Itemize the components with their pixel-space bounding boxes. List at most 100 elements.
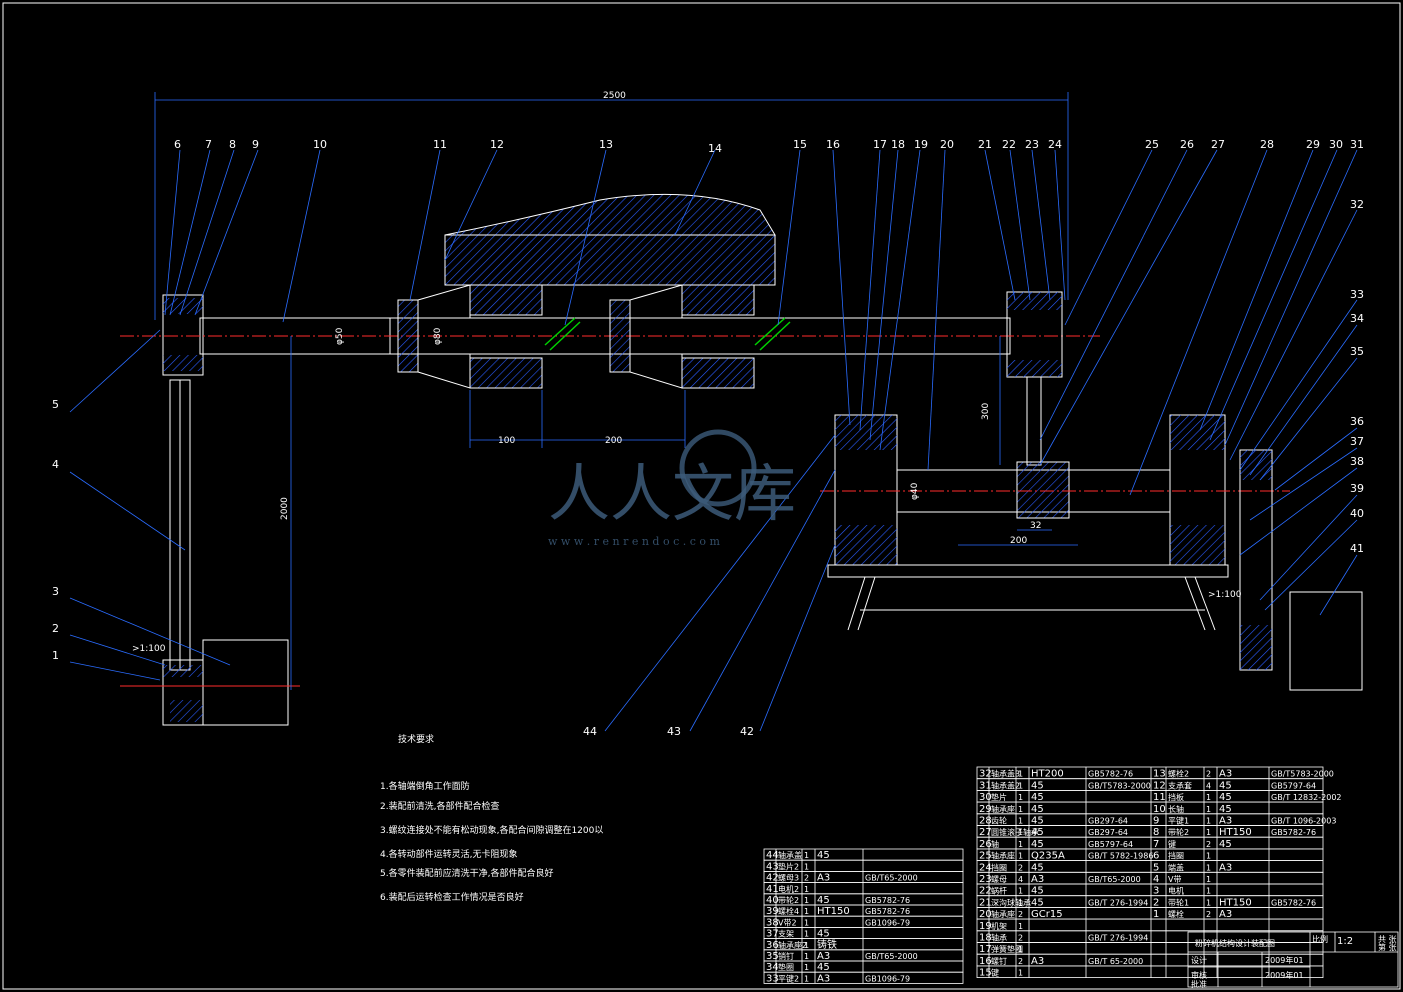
bom-cell: 螺栓2 xyxy=(1168,769,1189,779)
bom-cell: 45 xyxy=(1219,839,1232,850)
bom-cell: HT150 xyxy=(1219,827,1252,838)
right-pulley-top xyxy=(1240,450,1272,480)
bom-cell: A3 xyxy=(1219,769,1232,780)
base-stand xyxy=(827,564,1229,631)
collar-2 xyxy=(609,299,631,373)
bom-cell: GB/T 5782-1986 xyxy=(1088,852,1153,861)
bom-cell: 轴承座 xyxy=(991,804,1015,814)
bom-cell: 5 xyxy=(1153,862,1159,873)
bom-cell: 1 xyxy=(1018,817,1023,826)
bom-cell: 24 xyxy=(979,862,992,873)
bom-cell: 1 xyxy=(804,930,809,939)
bom-cell: GB/T5783-2000 xyxy=(1088,781,1151,790)
bom-cell: GB/T65-2000 xyxy=(1088,875,1141,884)
bom-cell: 1 xyxy=(1018,840,1023,849)
bom-cell: 18 xyxy=(979,933,992,944)
bom-cell: GB5782-76 xyxy=(865,896,910,905)
watermark-url: w w w . r e n r e n d o c . c o m xyxy=(548,535,720,548)
title-design: 设计 xyxy=(1191,955,1207,965)
bom-cell: 1 xyxy=(1206,863,1211,872)
bom-cell: GB/T65-2000 xyxy=(865,952,918,961)
bom-cell: GB297-64 xyxy=(1088,828,1128,837)
dim-2500: 2500 xyxy=(603,91,626,101)
balloon-21: 21 xyxy=(978,138,992,151)
bom-cell: 17 xyxy=(979,944,992,955)
bom-cell: 42 xyxy=(766,873,779,884)
bom-cell: 4 xyxy=(1153,874,1159,885)
bom-cell: 2 xyxy=(1153,897,1159,908)
title-date2: 2009年01 xyxy=(1265,970,1304,980)
bom-cell: 2 xyxy=(1206,910,1211,919)
cone-1 xyxy=(417,284,683,389)
bom-cell: GB/T 276-1994 xyxy=(1088,898,1148,907)
tech-req-title: 技术要求 xyxy=(398,733,434,745)
tech-req-1: 1.各轴端倒角工作面防 xyxy=(380,780,470,792)
right-motor xyxy=(1289,591,1363,691)
bom-cell: GB5797-64 xyxy=(1088,840,1133,849)
bom-cell: 垫片 xyxy=(991,792,1007,802)
bom-cell: 2 xyxy=(1206,840,1211,849)
bom-cell: 1 xyxy=(1206,828,1211,837)
balloon-43: 43 xyxy=(667,725,681,738)
bom-cell: 45 xyxy=(1031,839,1044,850)
dim-2000: 2000 xyxy=(280,497,290,520)
bom-cell: 1 xyxy=(804,907,809,916)
bom-cell: 45 xyxy=(817,895,830,906)
bom-cell: 45 xyxy=(1031,897,1044,908)
lower-left-bearing-s1 xyxy=(835,415,897,450)
bom-cell: 1 xyxy=(1018,922,1023,931)
bearing-housing-top-s2 xyxy=(1007,360,1062,377)
hammer-block-1 xyxy=(469,284,543,316)
bom-cell: 45 xyxy=(1031,886,1044,897)
bom-cell: V带2 xyxy=(778,918,797,927)
bom-cell: 2 xyxy=(1206,770,1211,779)
bom-cell: 1 xyxy=(804,851,809,860)
bom-cell: GB5782-76 xyxy=(1271,828,1316,837)
title-check: 审核 xyxy=(1191,970,1207,980)
tech-req-5: 5.各零件装配前应清洗干净,各部件配合良好 xyxy=(380,867,553,879)
left-pulley-section-2 xyxy=(170,700,203,722)
hammer-block-3 xyxy=(681,284,755,316)
bom-cell: 挡圈 xyxy=(1168,851,1184,861)
bom-cell: 19 xyxy=(979,921,992,932)
gear-hub xyxy=(1016,461,1070,519)
bom-cell: 螺钉 xyxy=(991,956,1007,966)
bom-cell: 1 xyxy=(1018,969,1023,978)
balloon-10: 10 xyxy=(313,138,327,151)
bom-cell: 蜗杆 xyxy=(991,886,1007,896)
tech-req-4: 4.各转动部件运转灵活,无卡阻现象 xyxy=(380,848,517,860)
bom-cell: 轴承座 xyxy=(991,851,1015,861)
bom-cell: 螺母3 xyxy=(778,873,799,883)
bom-cell: GB5782-76 xyxy=(1088,770,1133,779)
bom-cell: 13 xyxy=(1153,769,1166,780)
bom-cell: 45 xyxy=(1031,862,1044,873)
bom-cell: HT150 xyxy=(1219,897,1252,908)
bom-cell: 37 xyxy=(766,929,779,940)
tech-req-3: 3.螺纹连接处不能有松动现象,各配合间隙调整在1200以 xyxy=(380,824,603,836)
balloon-25: 25 xyxy=(1145,138,1159,151)
bom-cell: 29 xyxy=(979,804,992,815)
bom-cell: 43 xyxy=(766,861,779,872)
bom-cell: V带 xyxy=(1168,875,1181,884)
balloon-36: 36 xyxy=(1350,415,1364,428)
dim-200-a: 200 xyxy=(605,436,622,446)
bom-cell: 31 xyxy=(979,780,992,791)
balloon-9: 9 xyxy=(252,138,259,151)
bom-cell: 1 xyxy=(804,896,809,905)
bom-cell: 深沟球轴承 xyxy=(991,897,1031,907)
right-pulley-bot xyxy=(1240,625,1272,670)
bom-cell: A3 xyxy=(1031,956,1044,967)
dimension-overall xyxy=(154,92,1069,320)
bom-cell: GB297-64 xyxy=(1088,817,1128,826)
bom-cell: 齿轮 xyxy=(991,816,1007,826)
bom-cell: 带轮1 xyxy=(1168,897,1189,907)
bom-cell: 轴 xyxy=(991,839,999,849)
tech-req-6: 6.装配后运转检查工作情况是否良好 xyxy=(380,891,524,903)
dim-32: 32 xyxy=(1030,521,1041,531)
bom-cell: HT200 xyxy=(1031,769,1064,780)
leader-lines xyxy=(69,149,1358,732)
balloon-33: 33 xyxy=(1350,288,1364,301)
bom-cell: 铸铁 xyxy=(817,938,837,951)
bom-cell: 垫圈 xyxy=(778,962,794,972)
